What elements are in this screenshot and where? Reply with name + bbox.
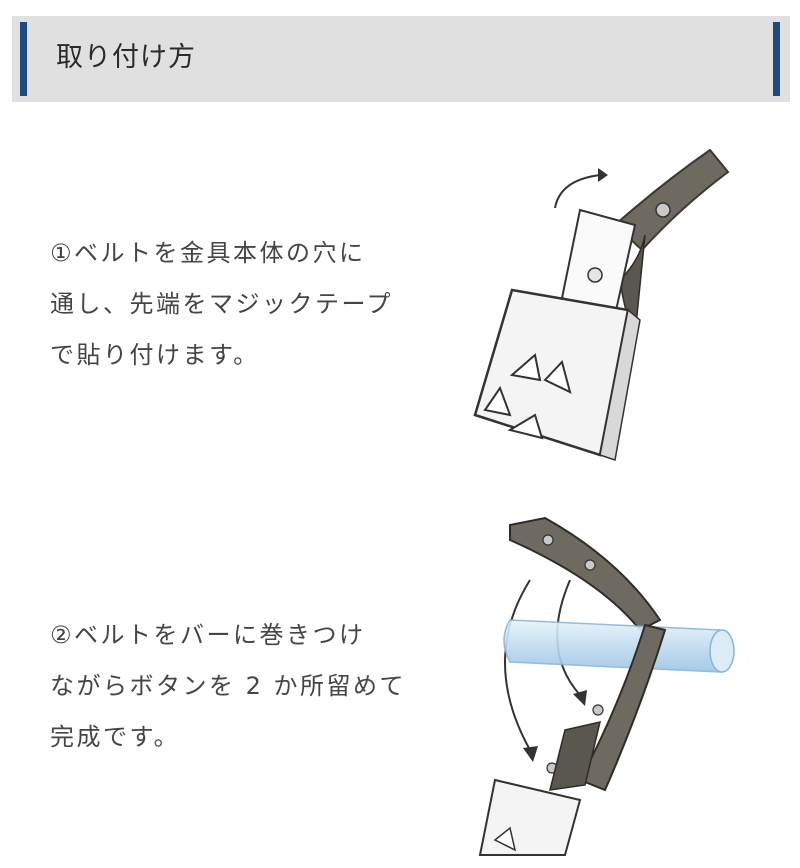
- header-accent-right: [773, 22, 780, 96]
- belt-strap-bottom: [578, 623, 667, 792]
- wrap-arrow-icon: [504, 579, 531, 751]
- step-1-line-2: 通し、先端をマジックテープ: [50, 290, 394, 318]
- step-1-line-1: ①ベルトを金具本体の穴に: [50, 239, 366, 267]
- section-header: 取り付け方: [12, 16, 790, 102]
- step-1-text: ①ベルトを金具本体の穴に 通し、先端をマジックテープ で貼り付けます。: [50, 228, 393, 381]
- step-1-line-3: で貼り付けます。: [50, 341, 260, 369]
- clip-body-bottom: [478, 778, 582, 856]
- bar-rod: [503, 619, 729, 673]
- step-2-line-2: ながらボタンを 2 か所留めて: [50, 672, 407, 700]
- rotate-arrow-icon: [554, 174, 601, 209]
- belt-strap: [613, 148, 730, 252]
- page-title: 取り付け方: [56, 42, 196, 73]
- header-accent-left: [20, 22, 27, 96]
- step-2-line-1: ②ベルトをバーに巻きつけ: [50, 621, 366, 649]
- step-2-line-3: 完成です。: [50, 723, 181, 751]
- belt-clip-velcro-illustration: [473, 148, 730, 461]
- belt-strap-top: [509, 516, 662, 632]
- belt-wrap-bar-illustration: [478, 516, 735, 856]
- step-2-text: ②ベルトをバーに巻きつけ ながらボタンを 2 か所留めて 完成です。: [50, 610, 406, 763]
- snap-icon: [655, 202, 671, 218]
